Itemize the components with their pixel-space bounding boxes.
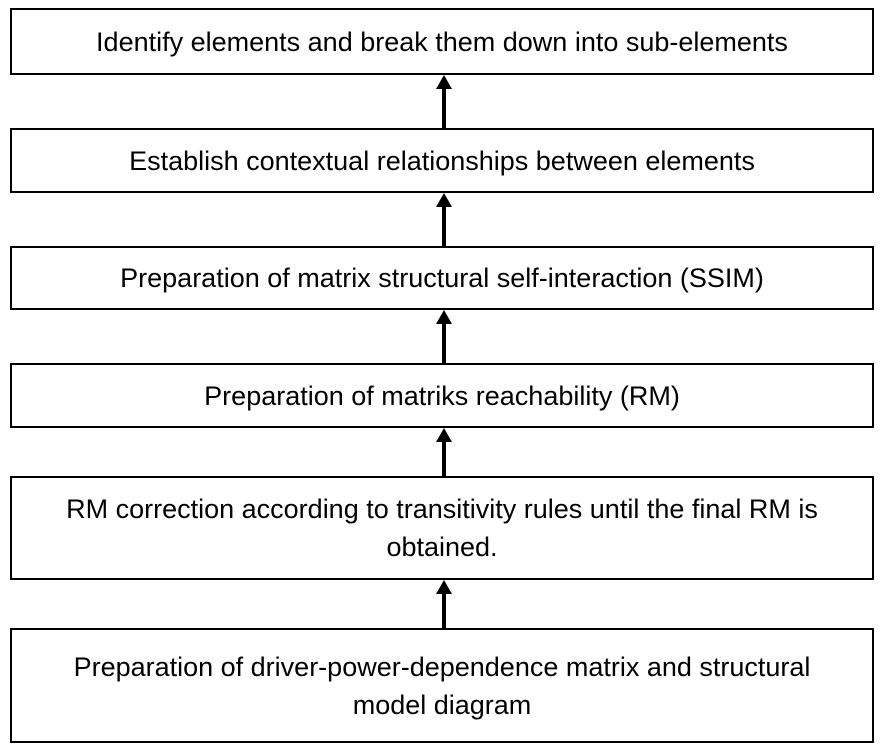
step-label: Identify elements and break them down in… (96, 26, 788, 57)
step-label: Establish contextual relationships betwe… (129, 145, 755, 176)
up-arrow-icon (436, 428, 452, 476)
step-label: Preparation of matrix structural self-in… (120, 263, 764, 293)
step-label: Preparation of driver-power-dependence m… (73, 651, 811, 720)
step-box-contextual-relationships: Establish contextual relationships betwe… (10, 128, 874, 193)
up-arrow-icon (436, 193, 452, 246)
up-arrow-icon (436, 75, 452, 128)
step-label: RM correction according to transitivity … (66, 494, 818, 562)
step-box-identify-elements: Identify elements and break them down in… (10, 8, 874, 75)
up-arrow-icon (436, 580, 452, 628)
step-box-rm-correction: RM correction according to transitivity … (10, 476, 874, 580)
step-box-ssim: Preparation of matrix structural self-in… (10, 246, 874, 310)
up-arrow-icon (436, 310, 452, 363)
step-box-reachability-matrix: Preparation of matriks reachability (RM) (10, 363, 874, 428)
step-box-driver-power-dependence: Preparation of driver-power-dependence m… (10, 628, 874, 743)
step-label: Preparation of matriks reachability (RM) (204, 380, 680, 411)
